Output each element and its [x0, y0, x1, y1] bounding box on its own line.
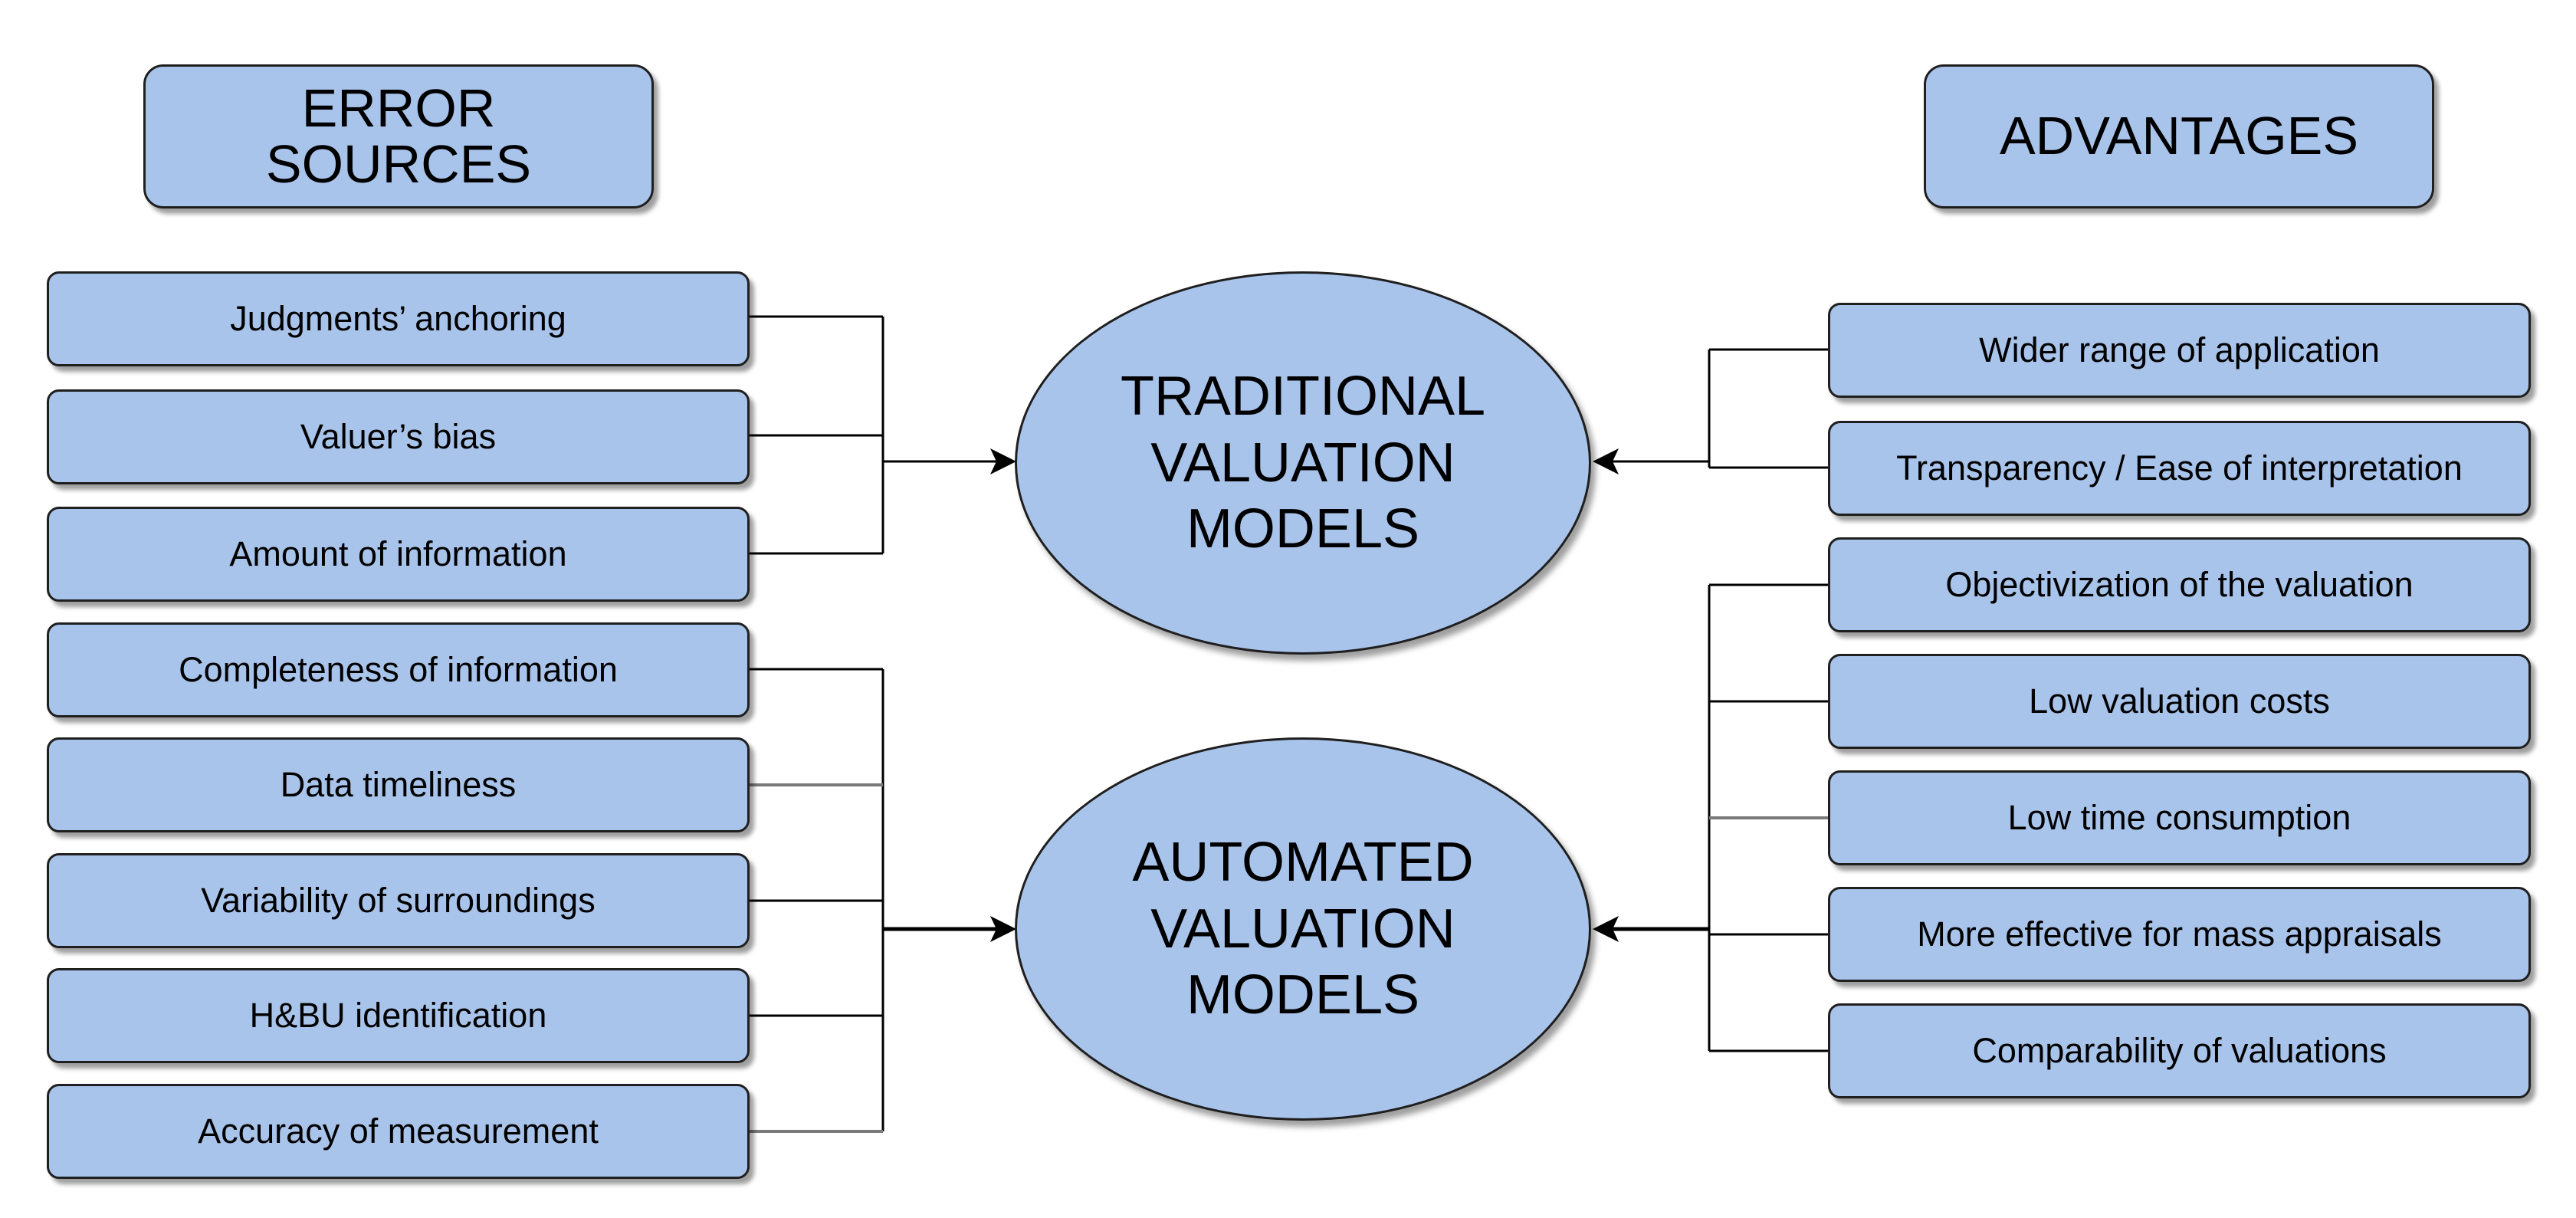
advantage-item: Wider range of application	[1828, 303, 2531, 398]
advantage-item: Low time consumption	[1828, 770, 2531, 865]
error-source-item: Amount of information	[47, 507, 750, 602]
arrow-to-automated-right	[1593, 916, 1619, 942]
error-sources-header: ERROR SOURCES	[143, 64, 654, 208]
left-automated-connector	[750, 668, 884, 1131]
error-source-item: Accuracy of measurement	[47, 1084, 750, 1179]
arrow-to-traditional-right	[1593, 448, 1619, 474]
advantage-item: Low valuation costs	[1828, 654, 2531, 749]
left-traditional-connector	[750, 315, 1010, 555]
advantage-item: Comparability of valuations	[1828, 1003, 2531, 1098]
advantage-item: Transparency / Ease of interpretation	[1828, 421, 2531, 516]
traditional-valuation-models: TRADITIONAL VALUATION MODELS	[1015, 271, 1591, 655]
error-source-item: H&BU identification	[47, 968, 750, 1063]
arrow-to-automated-left	[990, 916, 1016, 942]
advantage-item: More effective for mass appraisals	[1828, 887, 2531, 982]
error-source-item: Valuer’s bias	[47, 389, 750, 484]
advantage-item: Objectivization of the valuation	[1828, 537, 2531, 632]
right-traditional-connector	[1599, 348, 1828, 469]
error-source-item: Completeness of information	[47, 622, 750, 717]
error-source-item: Data timeliness	[47, 737, 750, 832]
arrow-to-traditional-left	[990, 448, 1016, 474]
error-source-item: Variability of surroundings	[47, 853, 750, 948]
error-source-item: Judgments’ anchoring	[47, 271, 750, 366]
advantages-header: ADVANTAGES	[1924, 64, 2434, 208]
automated-valuation-models: AUTOMATED VALUATION MODELS	[1015, 737, 1591, 1121]
